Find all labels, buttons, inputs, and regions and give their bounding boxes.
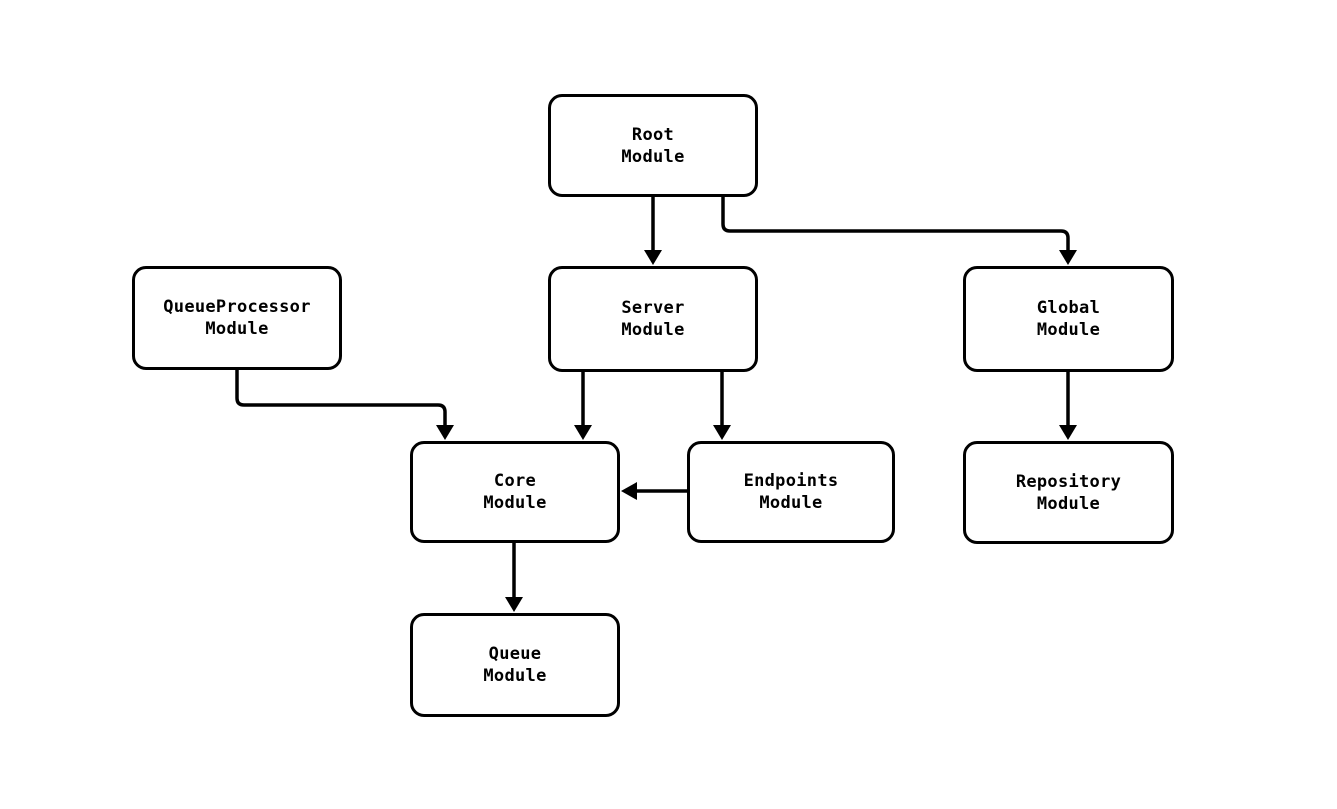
- node-root-label: Root Module: [621, 124, 685, 167]
- edge-root-global: [721, 197, 1077, 265]
- edge-core-queue: [505, 543, 523, 612]
- edge-global-repository: [1059, 372, 1077, 440]
- edge-queueprocessor-core: [235, 370, 454, 440]
- node-queue[interactable]: Queue Module: [410, 613, 620, 717]
- node-global[interactable]: Global Module: [963, 266, 1174, 372]
- node-repository-label: Repository Module: [1015, 471, 1122, 514]
- node-queue-label: Queue Module: [483, 644, 547, 686]
- node-core-label: Core Module: [483, 471, 547, 513]
- node-queueprocessor-label: QueueProcessor Module: [163, 297, 311, 339]
- node-server[interactable]: Server Module: [548, 266, 758, 372]
- node-repository[interactable]: Repository Module: [963, 441, 1174, 544]
- node-endpoints[interactable]: Endpoints Module: [687, 441, 895, 543]
- edge-endpoints-core: [621, 482, 687, 500]
- node-core[interactable]: Core Module: [410, 441, 620, 543]
- node-root[interactable]: Root Module: [548, 94, 758, 197]
- node-global-label: Global Module: [1036, 298, 1101, 340]
- node-queueprocessor[interactable]: QueueProcessor Module: [132, 266, 342, 370]
- edge-server-core: [574, 372, 592, 440]
- edge-server-endpoints: [713, 372, 731, 440]
- node-server-label: Server Module: [621, 298, 685, 340]
- node-endpoints-label: Endpoints Module: [743, 471, 839, 513]
- edge-root-server: [644, 197, 662, 265]
